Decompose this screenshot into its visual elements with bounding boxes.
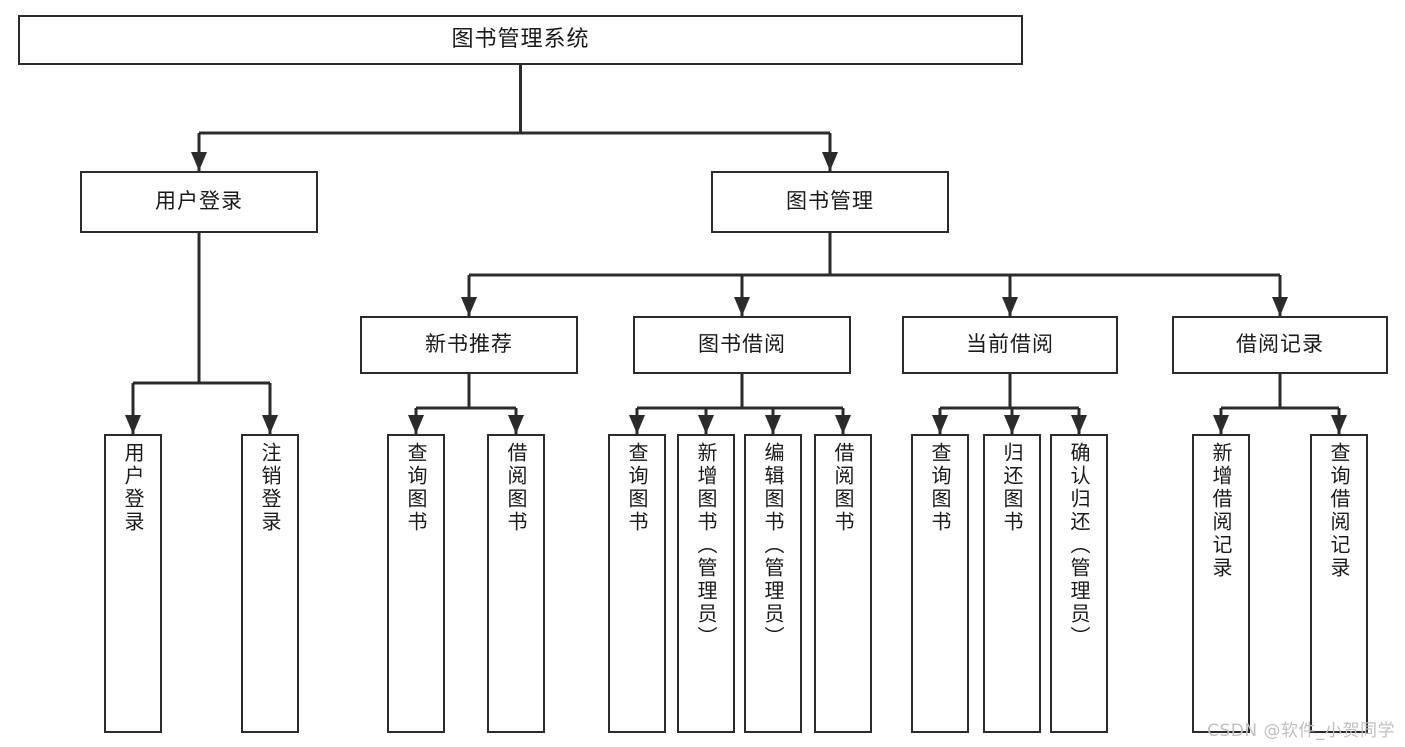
node-leaf-query-book-3[interactable]: 查询图书 bbox=[911, 434, 969, 733]
node-new-book-recommend[interactable]: 新书推荐 bbox=[360, 316, 578, 374]
node-label: 当前借阅 bbox=[966, 332, 1054, 357]
node-leaf-query-book-1[interactable]: 查询图书 bbox=[387, 434, 445, 733]
node-label: 新书推荐 bbox=[425, 332, 513, 357]
node-label: 图书借阅 bbox=[698, 332, 786, 357]
node-leaf-logout[interactable]: 注销登录 bbox=[241, 434, 299, 733]
node-label: 借阅记录 bbox=[1236, 332, 1324, 357]
node-label: 新增图书（管理员） bbox=[694, 442, 718, 649]
node-label: 借阅图书 bbox=[831, 442, 855, 534]
node-leaf-add-record[interactable]: 新增借阅记录 bbox=[1192, 434, 1250, 733]
node-label: 归还图书 bbox=[1000, 442, 1024, 534]
node-label: 注销登录 bbox=[258, 442, 282, 534]
node-label: 确认归还（管理员） bbox=[1067, 442, 1091, 649]
node-label: 查询图书 bbox=[928, 442, 952, 534]
node-borrow-record[interactable]: 借阅记录 bbox=[1172, 316, 1388, 374]
node-book-manage[interactable]: 图书管理 bbox=[711, 171, 949, 233]
node-leaf-edit-book[interactable]: 编辑图书（管理员） bbox=[744, 434, 802, 733]
node-leaf-confirm-return[interactable]: 确认归还（管理员） bbox=[1050, 434, 1108, 733]
node-leaf-user-login[interactable]: 用户登录 bbox=[104, 434, 162, 733]
watermark-text: CSDN @软件_小贺同学 bbox=[1207, 721, 1395, 741]
node-user-login[interactable]: 用户登录 bbox=[80, 171, 318, 233]
node-label: 查询借阅记录 bbox=[1327, 442, 1351, 580]
node-label: 借阅图书 bbox=[504, 442, 528, 534]
node-label: 查询图书 bbox=[625, 442, 649, 534]
node-label: 图书管理系统 bbox=[451, 26, 590, 52]
node-root[interactable]: 图书管理系统 bbox=[18, 15, 1023, 65]
node-label: 编辑图书（管理员） bbox=[761, 442, 785, 649]
node-label: 用户登录 bbox=[155, 189, 243, 214]
node-label: 新增借阅记录 bbox=[1209, 442, 1233, 580]
node-label: 图书管理 bbox=[786, 189, 874, 214]
node-leaf-query-book-2[interactable]: 查询图书 bbox=[608, 434, 666, 733]
node-leaf-return-book[interactable]: 归还图书 bbox=[983, 434, 1041, 733]
node-book-borrow[interactable]: 图书借阅 bbox=[633, 316, 851, 374]
node-leaf-query-record[interactable]: 查询借阅记录 bbox=[1310, 434, 1368, 733]
node-label: 用户登录 bbox=[121, 442, 145, 534]
node-leaf-borrow-book-1[interactable]: 借阅图书 bbox=[487, 434, 545, 733]
node-leaf-add-book[interactable]: 新增图书（管理员） bbox=[677, 434, 735, 733]
node-label: 查询图书 bbox=[404, 442, 428, 534]
node-current-borrow[interactable]: 当前借阅 bbox=[902, 316, 1118, 374]
node-leaf-borrow-book-2[interactable]: 借阅图书 bbox=[814, 434, 872, 733]
